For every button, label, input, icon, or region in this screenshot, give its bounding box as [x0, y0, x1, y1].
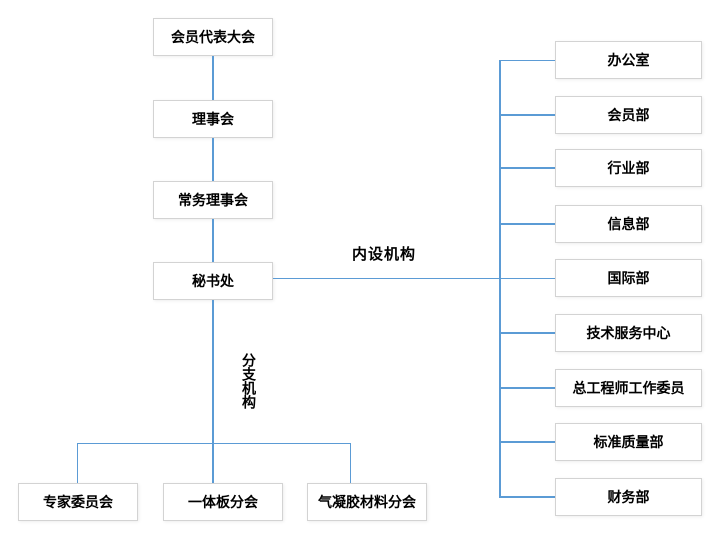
node-standards-quality: 标准质量部: [555, 423, 702, 461]
connector-standing-secretariat: [212, 219, 214, 262]
node-standing-council: 常务理事会: [153, 181, 273, 219]
node-expert-committee: 专家委员会: [18, 483, 138, 521]
node-secretariat: 秘书处: [153, 262, 273, 300]
connector-stub-information: [499, 223, 556, 225]
node-dept-membership: 会员部: [555, 96, 702, 134]
connector-stub-standards: [499, 441, 556, 443]
connector-branch-bus: [77, 442, 351, 444]
label-internal-organs: 内设机构: [352, 246, 417, 263]
connector-secretariat-trunk: [273, 277, 555, 279]
connector-assembly-council: [212, 56, 214, 100]
node-integrated-panel-branch: 一体板分会: [163, 483, 283, 521]
connector-secretariat-branches: [212, 300, 214, 443]
node-dept-industry: 行业部: [555, 149, 702, 187]
connector-drop-expert: [76, 442, 78, 484]
node-aerogel-branch: 气凝胶材料分会: [307, 483, 427, 521]
node-dept-office: 办公室: [555, 41, 702, 79]
node-dept-international: 国际部: [555, 259, 702, 297]
connector-dept-trunk: [499, 59, 501, 498]
node-council: 理事会: [153, 100, 273, 138]
connector-drop-aerogel: [349, 442, 351, 484]
connector-stub-industry: [499, 167, 556, 169]
connector-stub-tech-service: [499, 332, 556, 334]
connector-stub-membership: [499, 114, 556, 116]
node-tech-service-center: 技术服务中心: [555, 314, 702, 352]
connector-council-standing: [212, 138, 214, 181]
node-dept-information: 信息部: [555, 205, 702, 243]
connector-stub-finance: [499, 496, 556, 498]
node-finance: 财务部: [555, 478, 702, 516]
connector-stub-office: [499, 59, 556, 61]
node-chief-engineer-committee: 总工程师工作委员: [555, 369, 702, 407]
connector-drop-panel: [212, 442, 214, 484]
connector-stub-chief-engineer: [499, 387, 556, 389]
label-branch-organs: 分支机构: [241, 353, 257, 409]
node-member-assembly: 会员代表大会: [153, 18, 273, 56]
